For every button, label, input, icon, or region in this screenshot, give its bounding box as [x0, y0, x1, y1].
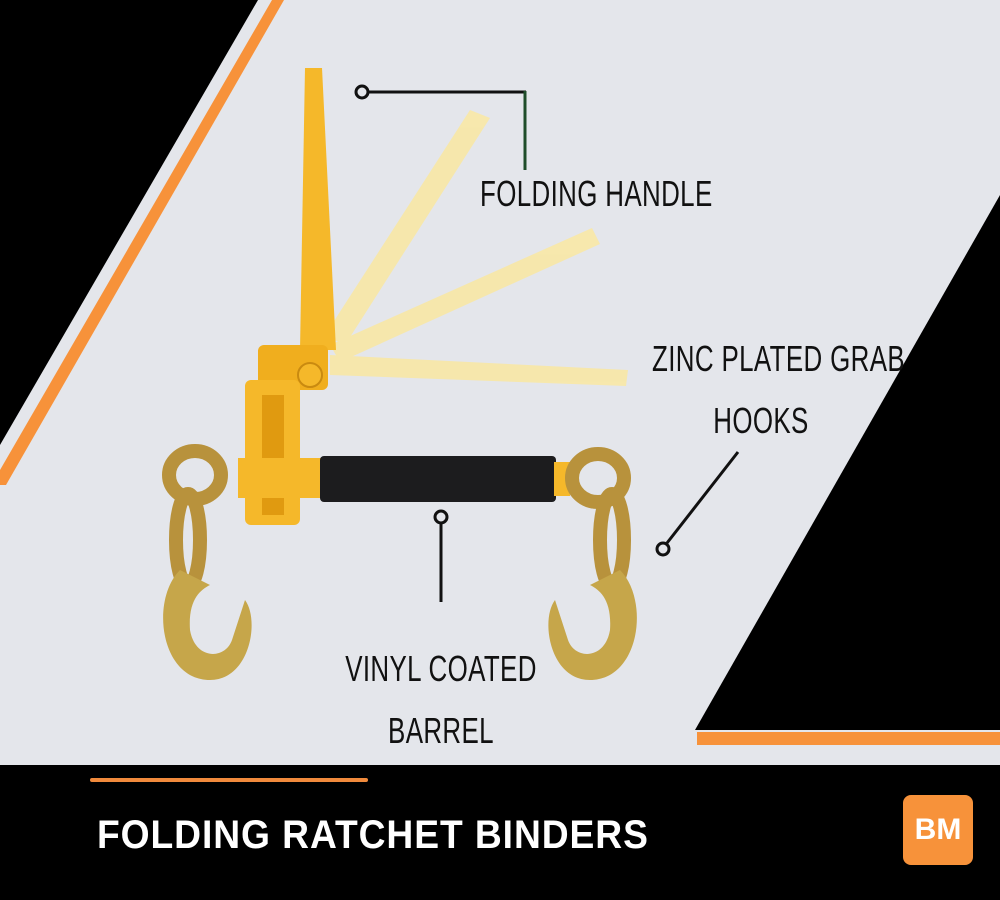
page-title: FOLDING RATCHET BINDERS	[97, 813, 649, 857]
ghost-handles	[325, 110, 628, 386]
brand-logo: BM	[903, 795, 973, 865]
left-orange-stripe	[0, 0, 284, 485]
right-black-shape	[695, 195, 1000, 730]
footer-band: FOLDING RATCHET BINDERS BM	[0, 765, 1000, 900]
footer-accent-line	[90, 778, 368, 782]
callout-zinc-hooks	[655, 451, 740, 557]
right-orange-bar	[697, 732, 1000, 745]
right-grab-hook	[548, 570, 637, 680]
label-folding-handle: FOLDING HANDLE	[480, 173, 713, 214]
label-vinyl-line1: VINYL COATED	[345, 648, 537, 689]
left-black-shape	[0, 0, 258, 445]
callout-vinyl-barrel	[433, 509, 449, 602]
vinyl-barrel	[320, 456, 556, 502]
callout-folding-handle	[354, 84, 527, 170]
left-grab-hook	[163, 570, 252, 680]
folding-handle	[300, 68, 336, 350]
label-vinyl-line2: BARREL	[388, 710, 494, 751]
label-zinc-line2: HOOKS	[713, 400, 809, 441]
ratchet-binder-image	[162, 68, 637, 680]
label-zinc-line1: ZINC PLATED GRAB	[652, 338, 906, 379]
